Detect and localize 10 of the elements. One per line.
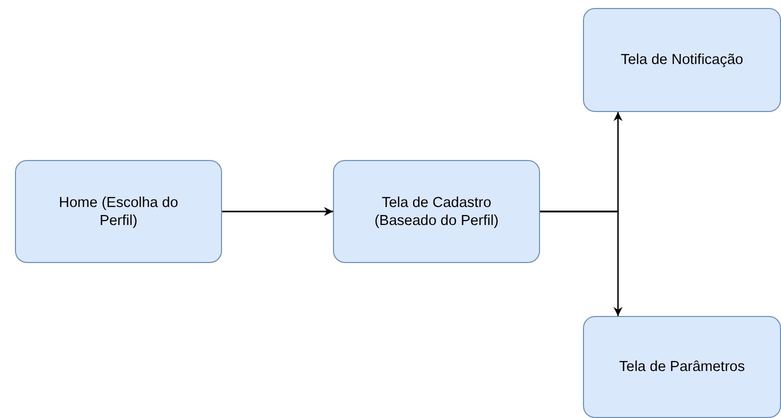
screen-box	[15, 160, 222, 263]
screen-label: Tela de Parâmetros	[618, 358, 746, 376]
screen-box	[333, 160, 540, 263]
screen-label: Tela de Cadastro (Baseado do Perfil)	[373, 194, 500, 230]
arrow	[222, 207, 333, 216]
screen-box	[583, 316, 781, 418]
screen-label: Tela de Notificação	[620, 51, 744, 69]
screen-label: Home (Escolha do Perfil)	[58, 194, 180, 230]
screen-box	[583, 8, 781, 112]
arrow	[540, 210, 622, 316]
